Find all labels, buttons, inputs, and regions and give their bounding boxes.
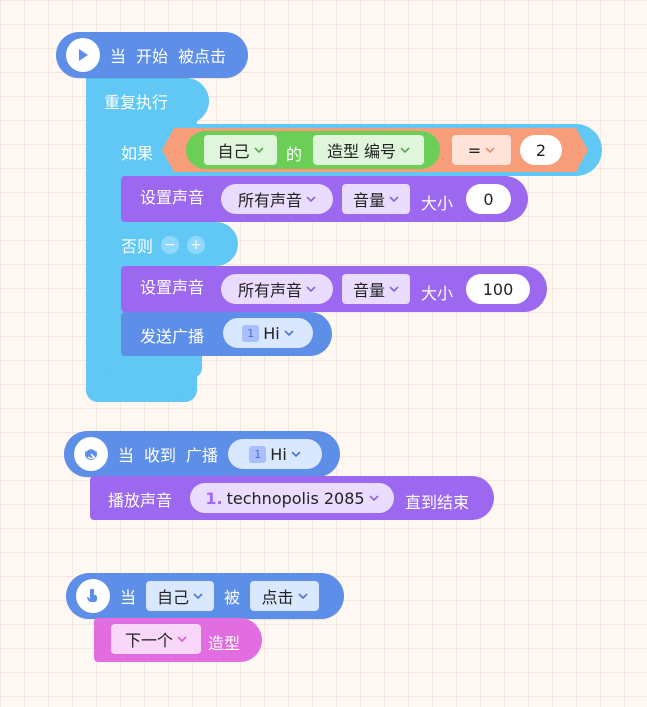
if-action-attribute-selector[interactable]: 音量 bbox=[342, 184, 410, 214]
chevron-down-icon bbox=[400, 147, 410, 154]
else-action-2-broadcast-text: Hi bbox=[263, 323, 280, 343]
event-start-block[interactable]: 当 开始 被点击 bbox=[56, 32, 248, 78]
event-broadcast-middle: 收到 bbox=[144, 446, 177, 465]
event-broadcast-prefix: 当 bbox=[118, 446, 135, 465]
broadcast-icon bbox=[74, 437, 108, 471]
repeat-label-wrap: 重复执行 bbox=[104, 89, 168, 113]
chevron-down-icon bbox=[389, 196, 399, 203]
condition-value-text: 2 bbox=[535, 140, 547, 160]
else-action-1-scope-selector[interactable]: 所有声音 bbox=[221, 274, 333, 304]
hand-icon bbox=[76, 579, 110, 613]
play-sound-label-wrap: 播放声音 bbox=[108, 487, 172, 511]
event-broadcast-suffix: 广播 bbox=[186, 446, 219, 465]
event-click-prefix: 当 bbox=[120, 588, 137, 607]
else-action-2-label: 发送广播 bbox=[140, 327, 205, 346]
condition-middle-wrap: 的 bbox=[286, 141, 302, 165]
chevron-down-icon bbox=[306, 286, 316, 293]
event-click-target-selector[interactable]: 自己 bbox=[146, 581, 215, 611]
else-action-1-attribute-text: 音量 bbox=[352, 281, 385, 300]
else-label-row: 否则 − + bbox=[121, 233, 206, 257]
condition-middle-text: 的 bbox=[286, 145, 303, 164]
event-start-prefix: 当 bbox=[110, 47, 127, 66]
sound-index: 1. bbox=[205, 488, 223, 508]
if-action-label: 设置声音 bbox=[140, 188, 205, 207]
condition-operator-selector[interactable]: = bbox=[452, 135, 511, 165]
script-start: 重复执行 当 开始 被点击 如果 自己 的 造型 编号 bbox=[56, 32, 602, 402]
event-start-suffix: 被点击 bbox=[178, 47, 227, 66]
if-else-foot bbox=[104, 356, 202, 378]
event-click-action-selector[interactable]: 点击 bbox=[250, 581, 320, 611]
event-click-block[interactable]: 当 自己 被 点击 bbox=[66, 573, 344, 619]
else-action-1-value-text: 100 bbox=[482, 279, 514, 299]
if-label-row: 如果 bbox=[121, 140, 153, 164]
if-action-scope-text: 所有声音 bbox=[237, 191, 302, 210]
else-label: 否则 bbox=[121, 237, 154, 256]
event-broadcast-badge-text: 1 bbox=[254, 447, 262, 461]
chevron-down-icon bbox=[284, 330, 294, 337]
chevron-down-icon bbox=[253, 147, 264, 154]
condition-value-input[interactable]: 2 bbox=[520, 135, 562, 165]
if-action-size-wrap: 大小 bbox=[421, 190, 453, 214]
chevron-down-icon bbox=[306, 196, 316, 203]
event-click-action-text: 点击 bbox=[261, 588, 294, 607]
if-label: 如果 bbox=[121, 144, 154, 163]
repeat-loop-foot bbox=[86, 380, 182, 402]
plus-icon[interactable]: + bbox=[187, 236, 206, 254]
else-action-2-broadcast-selector[interactable]: 1 Hi bbox=[223, 318, 313, 348]
event-broadcast-name: Hi bbox=[270, 444, 287, 464]
chevron-down-icon bbox=[389, 286, 399, 293]
else-action-1-value-input[interactable]: 100 bbox=[466, 274, 530, 304]
else-action-1-label: 设置声音 bbox=[140, 278, 205, 297]
if-action-attribute-text: 音量 bbox=[352, 191, 385, 210]
if-action-value-text: 0 bbox=[483, 189, 494, 209]
condition-operator-text: = bbox=[467, 140, 482, 160]
chevron-down-icon bbox=[177, 636, 187, 643]
condition-target-text: 自己 bbox=[217, 142, 250, 161]
chevron-down-icon bbox=[485, 147, 495, 154]
event-click-middle: 被 bbox=[224, 588, 241, 607]
else-action-1-size-label: 大小 bbox=[421, 284, 454, 303]
event-broadcast-selector[interactable]: 1 Hi bbox=[228, 439, 323, 469]
play-icon bbox=[66, 38, 100, 72]
chevron-down-icon bbox=[369, 495, 379, 502]
broadcast-badge-text: 1 bbox=[247, 326, 255, 340]
next-costume-label: 造型 bbox=[208, 634, 241, 653]
repeat-loop-cap bbox=[86, 78, 209, 124]
repeat-label: 重复执行 bbox=[104, 93, 169, 112]
event-broadcast-badge-icon: 1 bbox=[249, 445, 267, 463]
chevron-down-icon bbox=[297, 593, 308, 600]
condition-property-text: 造型 编号 bbox=[326, 142, 397, 161]
chevron-down-icon bbox=[193, 593, 203, 600]
condition-target-selector[interactable]: 自己 bbox=[204, 135, 277, 165]
if-action-row: 设置声音 bbox=[140, 184, 204, 208]
play-sound-until-wrap: 直到结束 bbox=[405, 489, 469, 513]
if-action-value-input[interactable]: 0 bbox=[466, 184, 511, 214]
sound-selector[interactable]: 1. technopolis 2085 bbox=[190, 483, 394, 513]
else-action-1-scope-text: 所有声音 bbox=[237, 281, 302, 300]
minus-icon[interactable]: − bbox=[161, 236, 180, 254]
chevron-down-icon bbox=[291, 451, 301, 458]
sound-name: technopolis 2085 bbox=[226, 488, 365, 508]
if-action-size-label: 大小 bbox=[421, 194, 454, 213]
else-action-1-attribute-selector[interactable]: 音量 bbox=[342, 274, 410, 304]
next-costume-target-text: 下一个 bbox=[124, 631, 173, 650]
else-action-2-row: 发送广播 bbox=[140, 323, 204, 347]
event-broadcast-block[interactable]: 当 收到 广播 1 Hi bbox=[64, 431, 340, 477]
broadcast-badge-icon: 1 bbox=[242, 324, 260, 342]
event-start-trigger: 开始 bbox=[136, 47, 169, 66]
else-action-1-row: 设置声音 bbox=[140, 274, 204, 298]
event-click-target-text: 自己 bbox=[157, 588, 190, 607]
next-costume-label-wrap: 造型 bbox=[208, 630, 240, 654]
next-costume-target-selector[interactable]: 下一个 bbox=[111, 624, 201, 654]
if-action-scope-selector[interactable]: 所有声音 bbox=[221, 184, 333, 214]
play-sound-label: 播放声音 bbox=[108, 491, 173, 510]
condition-property-selector[interactable]: 造型 编号 bbox=[313, 135, 424, 165]
else-action-1-size-wrap: 大小 bbox=[421, 280, 453, 304]
play-sound-until: 直到结束 bbox=[405, 493, 470, 512]
